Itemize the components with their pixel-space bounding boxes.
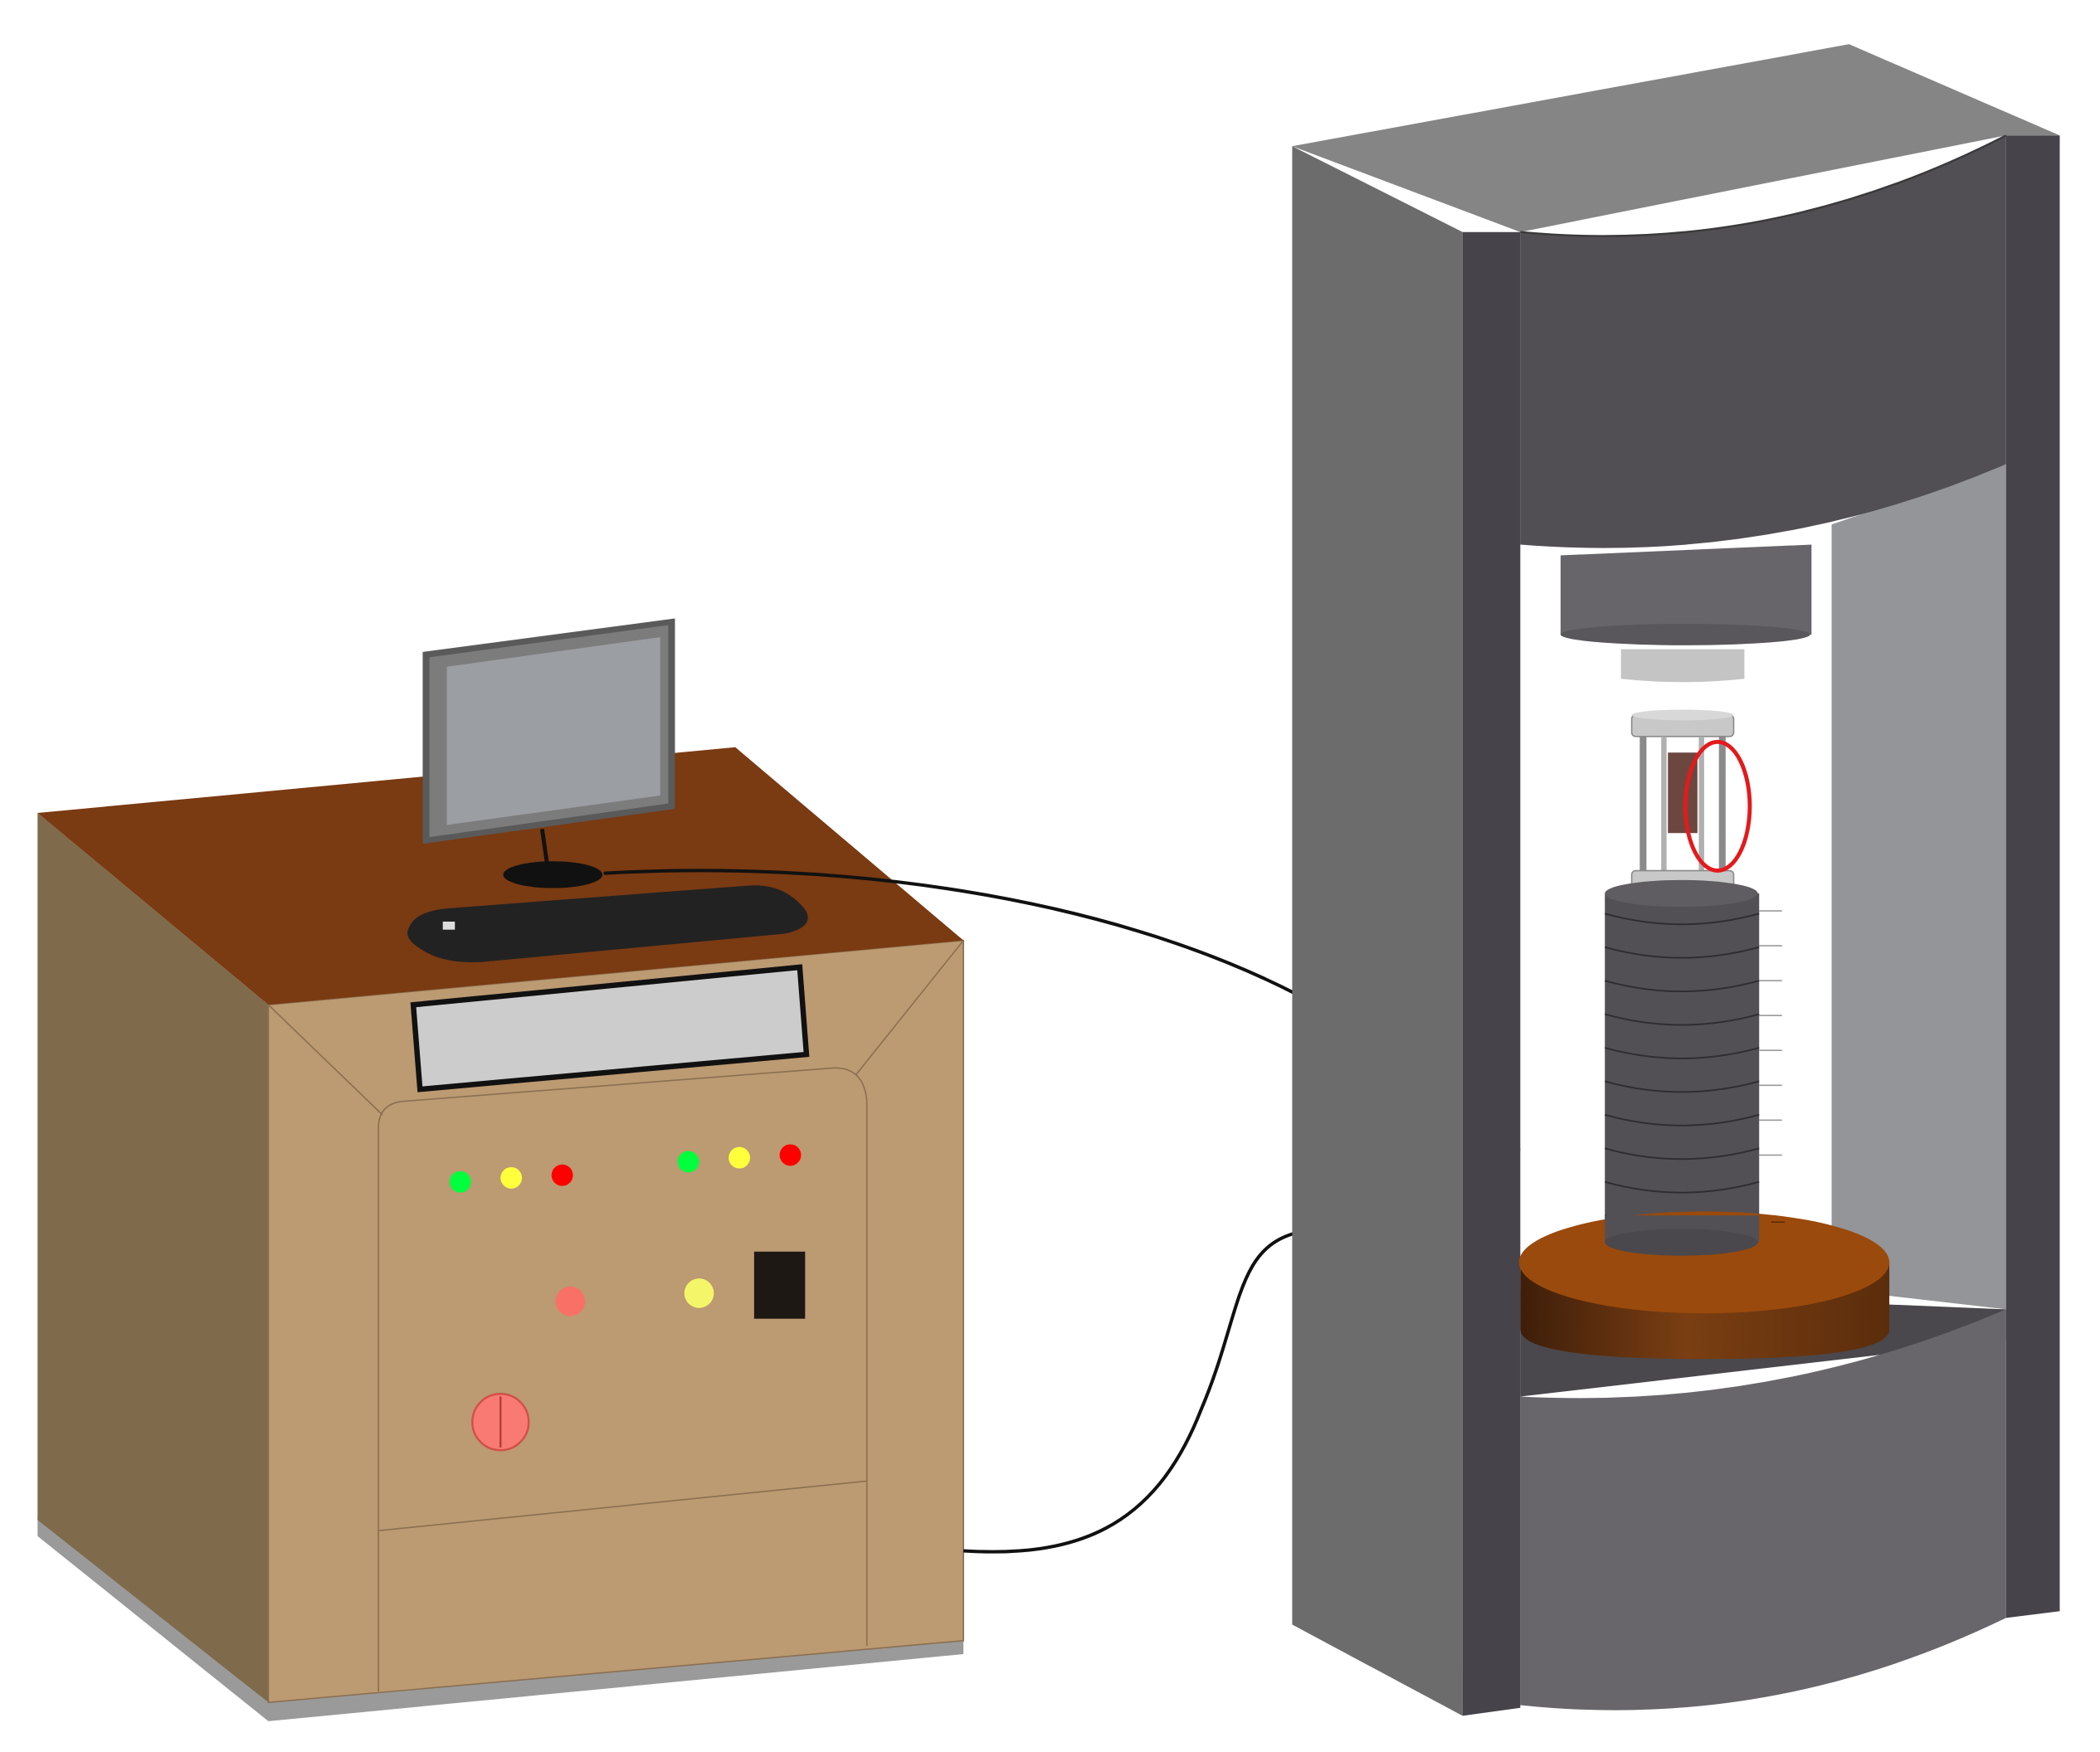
switch-panel[interactable] xyxy=(753,1251,806,1319)
cabinet-side xyxy=(37,812,269,1703)
lower-cylinder xyxy=(1604,879,1782,1256)
indicator-light-red xyxy=(551,1164,573,1186)
yellow-button[interactable] xyxy=(684,1278,714,1308)
monitor-cable xyxy=(603,869,1298,996)
cabinet-top xyxy=(37,747,964,1005)
indicator-light-green xyxy=(449,1170,471,1193)
upper-actuator xyxy=(1560,544,1812,683)
specimen-cell xyxy=(1630,709,1752,893)
scale-ticks xyxy=(1759,910,1782,1156)
highlight-ellipse xyxy=(1683,739,1752,873)
keyboard-icon xyxy=(407,885,808,962)
frame-top-beam xyxy=(1520,135,2006,548)
frame-base-front xyxy=(1520,1309,2006,1711)
frame-top-surface xyxy=(1292,44,2060,232)
control-cabinet xyxy=(37,618,964,1721)
salmon-button[interactable] xyxy=(555,1286,586,1316)
frame-cable xyxy=(963,1231,1297,1554)
platen xyxy=(1518,1211,1890,1360)
cabinet-display xyxy=(410,964,810,1093)
frame-left-column-edge xyxy=(1462,231,1521,1716)
indicator-light-green xyxy=(677,1151,699,1173)
frame-left-column xyxy=(1292,146,1463,1716)
frame-right-column xyxy=(2005,135,2060,1618)
frame-right-inner-wall xyxy=(1831,464,2006,1310)
emergency-stop-button[interactable] xyxy=(471,1393,530,1452)
monitor-icon xyxy=(422,618,675,888)
cabinet-base xyxy=(37,1517,964,1721)
loading-frame xyxy=(1292,44,2060,1716)
indicator-light-yellow xyxy=(500,1166,523,1189)
indicator-light-red xyxy=(779,1144,802,1166)
indicator-light-yellow xyxy=(728,1146,751,1169)
